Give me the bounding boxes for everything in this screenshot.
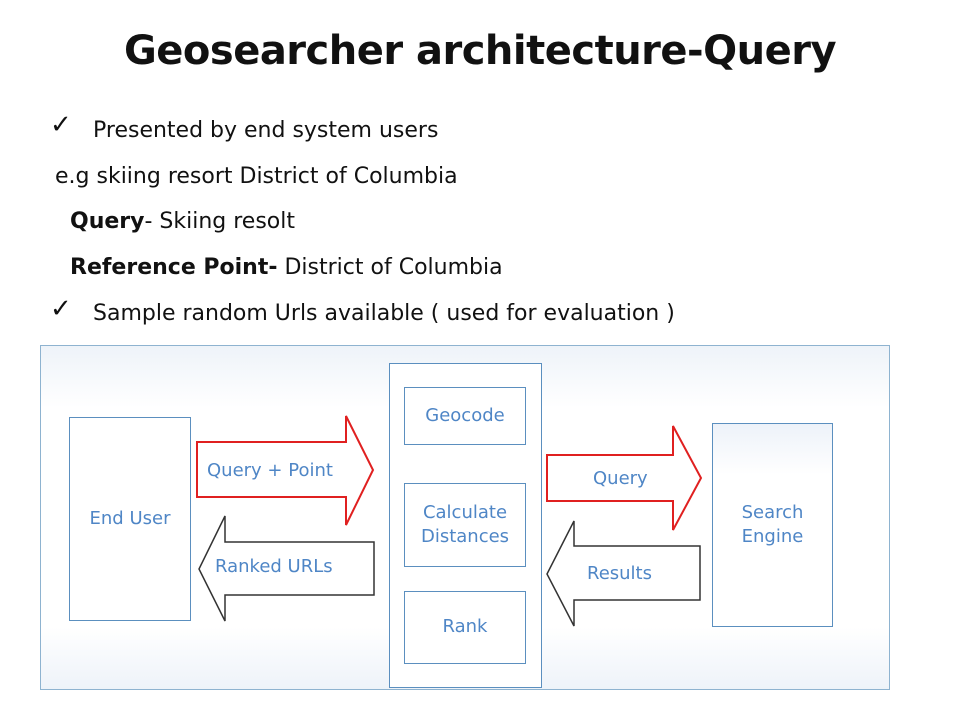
ranked-urls-arrow [198,515,375,622]
checkmark-icon: ✓ [50,110,72,140]
query-arrow [546,425,703,531]
checkmark-icon: ✓ [50,294,72,324]
query-label: Query [593,468,648,489]
ranked-urls-label: Ranked URLs [215,556,333,577]
example-line: e.g skiing resort District of Columbia [55,164,458,189]
calculate-distances-box: Calculate Distances [404,483,526,567]
bullet-presented: Presented by end system users [93,118,439,143]
reference-line: Reference Point- District of Columbia [70,255,503,280]
query-point-label: Query + Point [207,460,333,481]
geocode-label: Geocode [425,404,505,426]
rank-label: Rank [442,616,488,638]
bullet-sample: Sample random Urls available ( used for … [93,301,675,326]
slide-title: Geosearcher architecture-Query [123,28,837,74]
query-line-text: - Skiing resolt [144,209,296,234]
search-engine-box: Search Engine [712,423,833,627]
end-user-label: End User [89,507,171,529]
search-engine-label: Search Engine [741,501,804,547]
calculate-distances-label: Calculate Distances [420,501,510,547]
reference-line-label: Reference Point- [70,255,278,280]
architecture-diagram: End User Geocode Calculate Distances Ran… [40,345,890,690]
query-line: Query- Skiing resolt [70,209,295,234]
results-label: Results [587,563,652,584]
reference-line-text: District of Columbia [277,255,503,280]
end-user-box: End User [69,417,191,621]
arrow-layer [196,415,703,627]
results-arrow [546,520,701,627]
query-point-arrow [196,415,375,526]
query-line-label: Query [70,209,145,234]
geocode-box: Geocode [404,387,526,445]
rank-box: Rank [404,591,526,664]
